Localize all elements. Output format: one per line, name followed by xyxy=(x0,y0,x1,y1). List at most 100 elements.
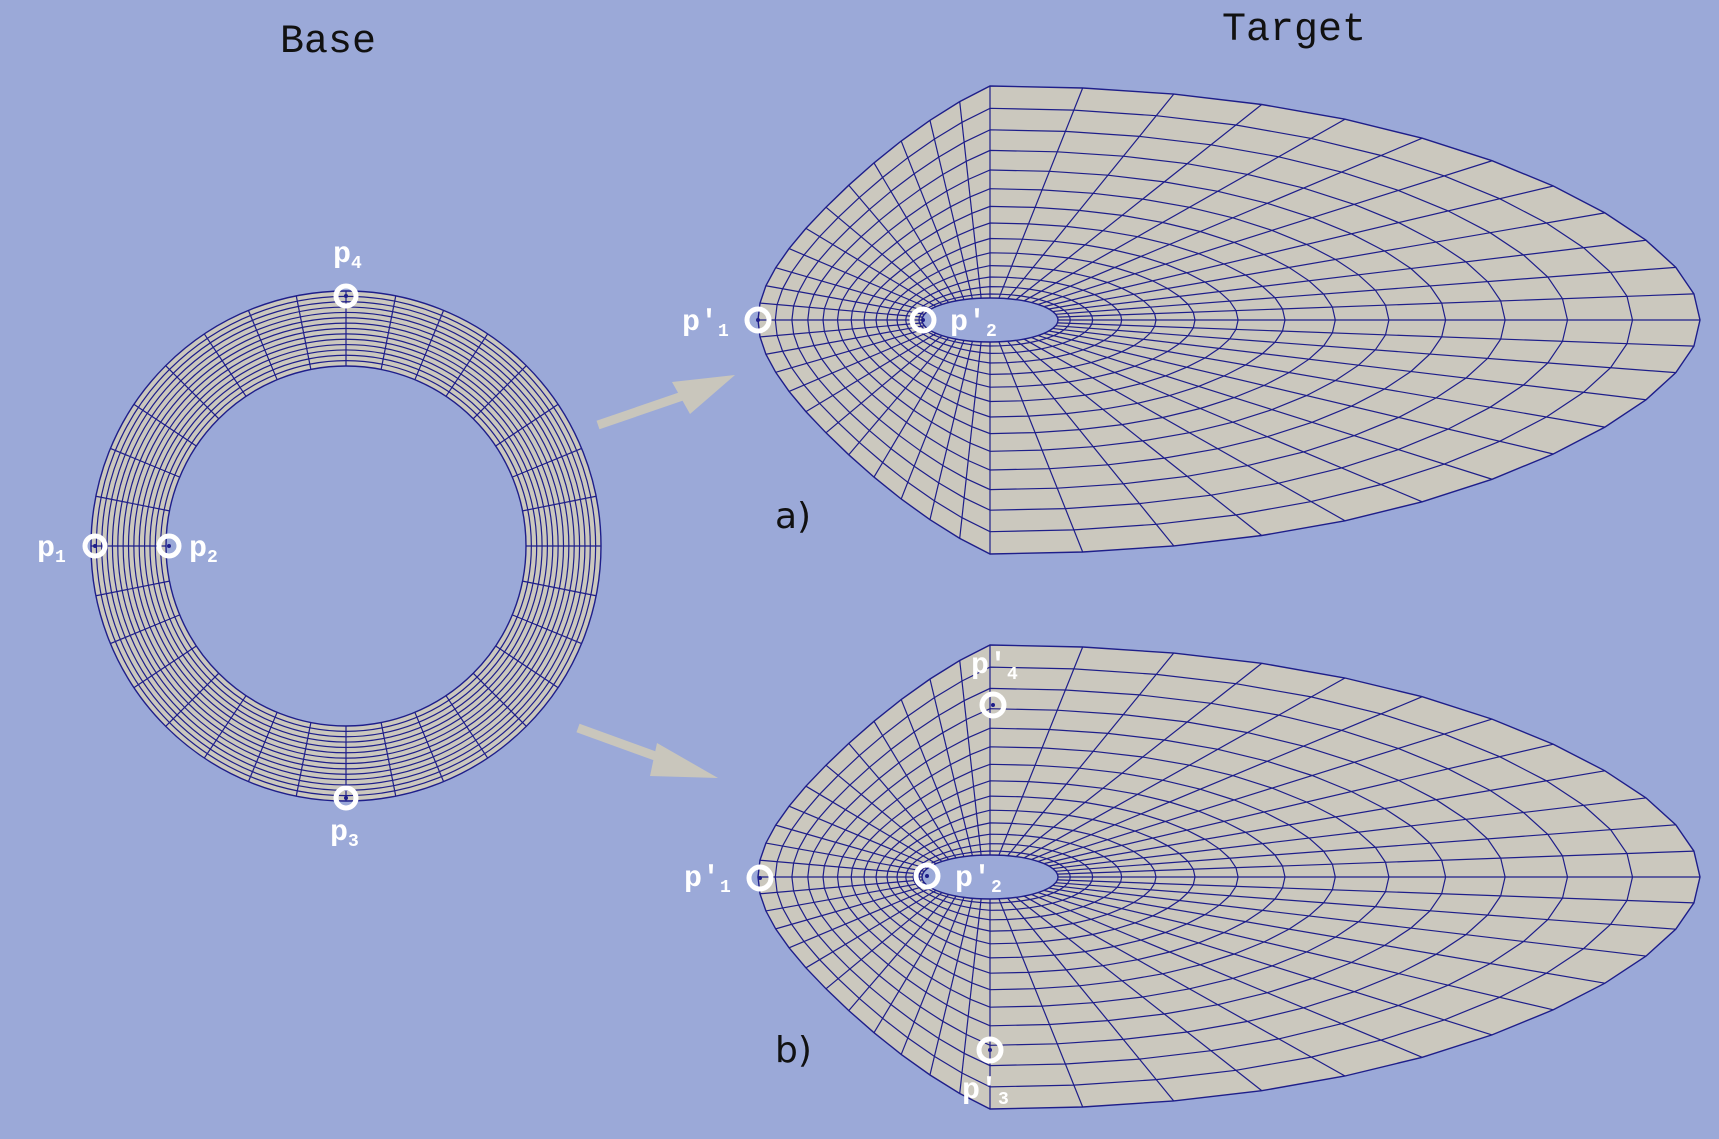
teardrop-spoke xyxy=(1007,652,1175,857)
teardrop-spoke xyxy=(825,335,943,434)
label-a-p1: p'1 xyxy=(682,306,729,342)
teardrop-hole xyxy=(921,854,1059,900)
teardrop-spoke xyxy=(765,882,925,912)
annulus-spoke xyxy=(495,645,559,689)
teardrop-spoke xyxy=(998,646,1084,856)
teardrop-spoke xyxy=(1043,332,1554,455)
label-a-p2: p'2 xyxy=(950,306,997,342)
teardrop-spoke xyxy=(1015,104,1263,301)
label-p3: p3 xyxy=(330,816,359,852)
teardrop-spoke xyxy=(929,678,973,856)
teardrop-spoke xyxy=(1057,879,1694,904)
title-base: Base xyxy=(280,20,376,65)
annulus-spoke xyxy=(133,645,197,689)
annulus-spoke xyxy=(295,722,312,797)
teardrop-spoke xyxy=(1015,339,1263,536)
marker-a-p1 xyxy=(744,306,772,334)
teardrop-spoke xyxy=(765,325,925,355)
teardrop-spoke xyxy=(1015,662,1263,858)
annulus-spoke xyxy=(247,712,278,782)
marker-p3 xyxy=(333,785,359,811)
teardrop-spoke xyxy=(825,892,943,990)
annulus-spoke xyxy=(95,580,170,597)
annulus-spoke xyxy=(95,495,170,512)
annulus-hole xyxy=(165,365,527,727)
target-mesh-a xyxy=(757,85,1701,555)
teardrop-spoke xyxy=(929,341,973,520)
teardrop-spoke xyxy=(873,895,957,1034)
marker-a-p2 xyxy=(909,306,937,334)
teardrop-spoke xyxy=(900,140,965,300)
annulus-spoke xyxy=(495,403,559,447)
marker-p4 xyxy=(333,283,359,309)
teardrop-spoke xyxy=(805,785,937,865)
teardrop-spoke xyxy=(998,87,1084,299)
teardrop-spoke xyxy=(1052,327,1647,401)
teardrop-spoke xyxy=(805,227,937,308)
teardrop-spoke xyxy=(1023,118,1346,302)
teardrop-spoke xyxy=(1055,882,1676,930)
title-target: Target xyxy=(1222,8,1366,53)
teardrop-spoke xyxy=(848,184,950,303)
marker-p1 xyxy=(82,533,108,559)
marker-b-p1 xyxy=(746,864,774,892)
marker-p2 xyxy=(156,533,182,559)
teardrop-spoke xyxy=(788,805,932,867)
annulus-spoke xyxy=(247,310,278,380)
teardrop-spoke xyxy=(1043,743,1554,865)
marker-b-p3 xyxy=(976,1036,1004,1064)
annulus-spoke xyxy=(110,447,180,478)
teardrop-spoke xyxy=(1052,797,1647,870)
teardrop-spoke xyxy=(805,332,937,413)
teardrop-spoke xyxy=(1023,338,1346,522)
teardrop-spoke xyxy=(759,879,923,895)
teardrop-spoke xyxy=(900,699,965,857)
teardrop-spoke xyxy=(900,340,965,500)
annulus-spoke xyxy=(512,447,582,478)
teardrop-spoke xyxy=(1048,330,1605,428)
teardrop-spoke xyxy=(959,101,982,299)
teardrop-spoke xyxy=(1055,325,1676,374)
annulus-spoke xyxy=(380,722,397,797)
arrow-to-b xyxy=(576,723,718,778)
teardrop-spoke xyxy=(788,887,932,949)
teardrop-spoke xyxy=(1048,887,1605,984)
teardrop-spoke xyxy=(998,341,1084,553)
teardrop-spoke xyxy=(848,894,950,1012)
teardrop-spoke xyxy=(805,889,937,969)
teardrop-spoke xyxy=(1043,889,1554,1011)
teardrop-spoke xyxy=(775,267,928,313)
teardrop-spoke xyxy=(998,898,1084,1108)
teardrop-spoke xyxy=(1048,212,1605,310)
arrow-to-a xyxy=(596,375,735,430)
teardrop-spoke xyxy=(873,162,957,302)
teardrop-spoke xyxy=(788,330,932,392)
annulus-spoke xyxy=(414,712,445,782)
teardrop-spoke xyxy=(1048,770,1605,867)
teardrop-spoke xyxy=(1037,718,1493,863)
teardrop-spoke xyxy=(1015,896,1263,1092)
target-mesh-b xyxy=(757,644,1701,1110)
teardrop-spoke xyxy=(759,302,923,318)
teardrop-spoke xyxy=(1043,185,1554,308)
label-p1: p1 xyxy=(37,532,66,568)
caption-b: b) xyxy=(775,1030,812,1071)
teardrop-spoke xyxy=(848,337,950,456)
teardrop-spoke xyxy=(825,206,943,305)
label-b-p4: p'4 xyxy=(971,649,1018,685)
teardrop-spoke xyxy=(1057,850,1694,875)
teardrop-spoke xyxy=(1052,884,1647,957)
teardrop-spoke xyxy=(765,842,925,872)
annulus-spoke xyxy=(133,403,197,447)
teardrop-spoke xyxy=(959,660,982,856)
teardrop-spoke xyxy=(1037,891,1493,1036)
teardrop-spoke xyxy=(873,720,957,859)
annulus-spoke xyxy=(110,614,180,645)
teardrop-spoke xyxy=(775,824,928,870)
teardrop-spoke xyxy=(1007,897,1175,1102)
teardrop-spoke xyxy=(1023,677,1346,859)
teardrop-spoke xyxy=(759,859,923,875)
annulus-spoke xyxy=(522,495,597,512)
annulus-spoke xyxy=(380,295,397,370)
teardrop-spoke xyxy=(1007,340,1175,547)
